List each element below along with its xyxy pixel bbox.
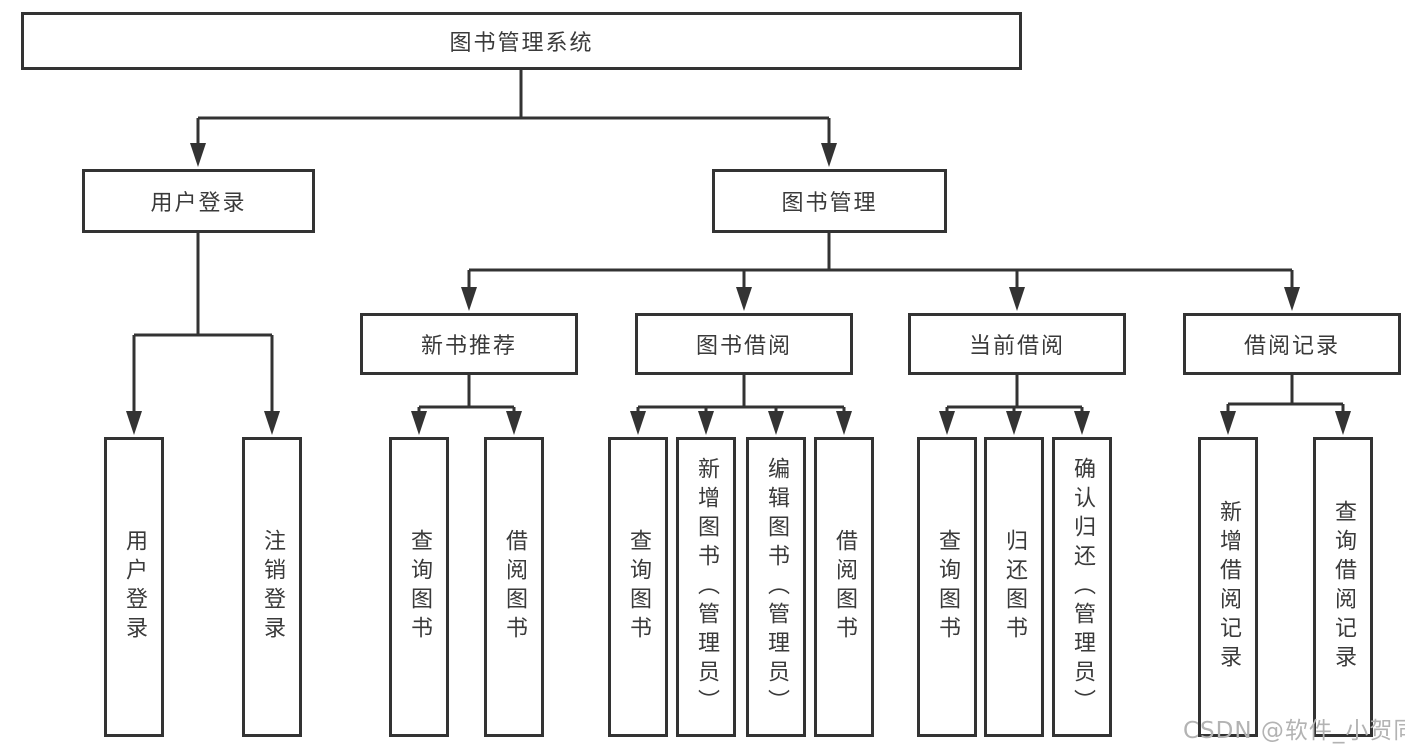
leaf-borrow-books-recommend: 借阅图书	[484, 437, 544, 737]
node-borrowing-records: 借阅记录	[1183, 313, 1401, 375]
leaf-edit-books-admin: 编辑图书（管理员）	[746, 437, 806, 737]
leaf-borrow-books-borrowing: 借阅图书	[814, 437, 874, 737]
node-book-borrowing: 图书借阅	[635, 313, 853, 375]
leaf-add-books-admin: 新增图书（管理员）	[676, 437, 736, 737]
connector-root	[190, 70, 837, 167]
leaf-query-books-current: 查询图书	[917, 437, 977, 737]
connector-current-borrowing	[939, 375, 1090, 435]
leaf-logout: 注销登录	[242, 437, 302, 737]
leaf-return-books: 归还图书	[984, 437, 1044, 737]
leaf-add-borrow-record: 新增借阅记录	[1198, 437, 1258, 737]
csdn-watermark: CSDN @软件_小贺同学	[1183, 718, 1405, 744]
connector-book-management	[461, 233, 1300, 311]
node-current-borrowing: 当前借阅	[908, 313, 1126, 375]
leaf-query-books-recommend: 查询图书	[389, 437, 449, 737]
node-library-management-system: 图书管理系统	[21, 12, 1022, 70]
leaf-confirm-return-admin: 确认归还（管理员）	[1052, 437, 1112, 737]
leaf-query-books-borrowing: 查询图书	[608, 437, 668, 737]
connector-user-login	[126, 233, 280, 435]
leaf-query-borrow-record: 查询借阅记录	[1313, 437, 1373, 737]
connector-borrowing-records	[1220, 375, 1351, 435]
node-book-management: 图书管理	[712, 169, 947, 233]
leaf-user-login: 用户登录	[104, 437, 164, 737]
node-new-book-recommend: 新书推荐	[360, 313, 578, 375]
connector-book-borrowing	[630, 375, 852, 435]
node-user-login: 用户登录	[82, 169, 315, 233]
connector-new-book-recommend	[411, 375, 522, 435]
